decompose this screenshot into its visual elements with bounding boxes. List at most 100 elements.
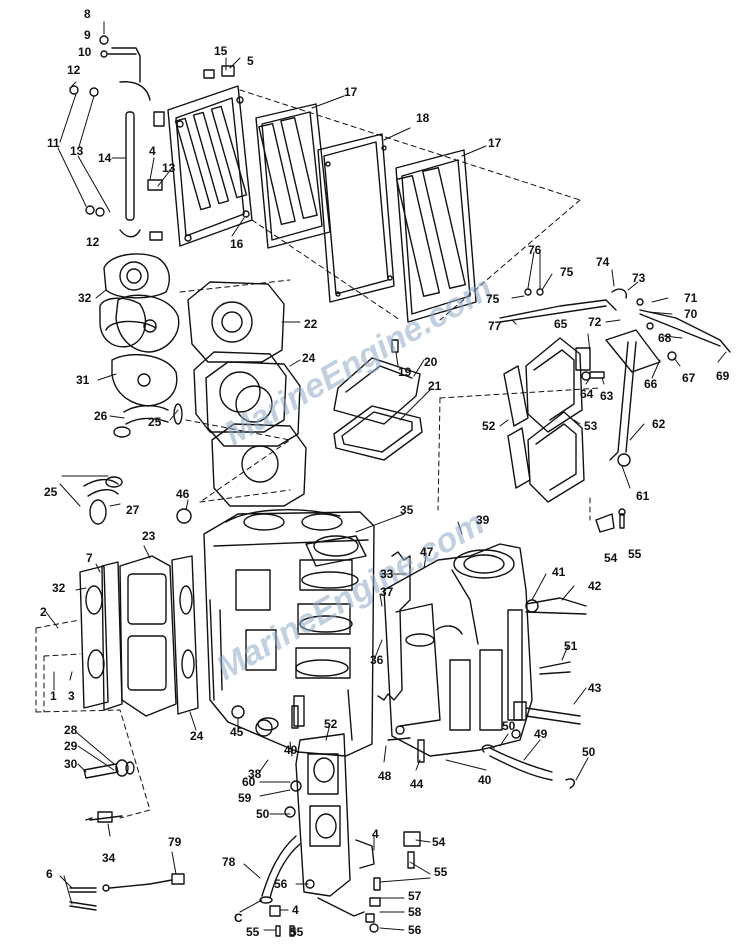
callout-32-bottom: 32 <box>52 581 66 595</box>
callout-51: 51 <box>564 639 578 653</box>
leader-lines <box>45 21 727 931</box>
callout-13-left: 13 <box>70 144 84 158</box>
callout-72: 72 <box>588 315 602 329</box>
callout-50-right: 50 <box>582 745 596 759</box>
callout-29: 29 <box>64 739 78 753</box>
callout-79: 79 <box>168 835 182 849</box>
callout-53: 53 <box>584 419 598 433</box>
callout-47: 47 <box>420 545 434 559</box>
callout-8: 8 <box>84 7 91 21</box>
plug-46 <box>176 508 192 524</box>
callout-64: 64 <box>580 387 594 401</box>
callout-16: 16 <box>230 237 244 251</box>
callout-17-right: 17 <box>488 136 502 150</box>
callout-58: 58 <box>408 905 422 919</box>
callout-18: 18 <box>416 111 430 125</box>
gasket-17-left <box>255 103 331 249</box>
head-gasket-24 <box>205 361 307 507</box>
alignment-lines-head <box>179 279 291 503</box>
bypass-housing-52-lower <box>295 733 351 897</box>
hose-26 <box>113 403 183 438</box>
callout-37: 37 <box>380 585 394 599</box>
reed-block-53-upper <box>525 337 591 433</box>
cylinder-head-22 <box>187 281 287 433</box>
callout-6: 6 <box>46 867 53 881</box>
callout-40-left: 40 <box>284 743 298 757</box>
hose-78 <box>259 835 301 904</box>
callout-78: 78 <box>222 855 236 869</box>
callout-65: 65 <box>554 317 568 331</box>
callout-63: 63 <box>600 389 614 403</box>
callout-52-bottom: 52 <box>324 717 338 731</box>
callout-56-upper: 56 <box>274 877 288 891</box>
cover-20 <box>333 339 421 425</box>
screws-63-64 <box>581 371 605 381</box>
callout-33: 33 <box>380 567 394 581</box>
callout-25-bottom: 25 <box>44 485 58 499</box>
callout-55-lower-right: 55 <box>434 865 448 879</box>
throttle-linkage <box>499 288 731 467</box>
callout-30: 30 <box>64 757 78 771</box>
callout-28: 28 <box>64 723 78 737</box>
callout-5: 5 <box>247 54 254 68</box>
callout-13-right: 13 <box>162 161 176 175</box>
gasket-7 <box>101 561 123 711</box>
callout-48: 48 <box>378 769 392 783</box>
callout-23: 23 <box>142 529 156 543</box>
callout-38: 38 <box>248 767 262 781</box>
callout-24-top: 24 <box>302 351 316 365</box>
callout-68: 68 <box>658 331 672 345</box>
callout-20: 20 <box>424 355 438 369</box>
clips-and-screws <box>69 65 235 241</box>
callout-14: 14 <box>98 151 112 165</box>
callout-C: C <box>234 911 243 925</box>
pins-6 <box>69 887 97 911</box>
callout-55-right: 55 <box>628 547 642 561</box>
callout-39: 39 <box>476 513 490 527</box>
callout-27: 27 <box>126 503 140 517</box>
callout-4-mid: 4 <box>372 827 379 841</box>
crankcase-cylinder-block <box>203 509 375 757</box>
callout-41: 41 <box>552 565 566 579</box>
callout-40-right: 40 <box>478 773 492 787</box>
callout-52-right: 52 <box>482 419 496 433</box>
exhaust-cover-32 <box>99 253 170 348</box>
wire-79 <box>102 873 185 892</box>
callout-62: 62 <box>652 417 666 431</box>
callout-61: 61 <box>636 489 650 503</box>
callout-3: 3 <box>68 689 75 703</box>
wire-33 <box>377 551 411 701</box>
intake-manifold-23 <box>119 555 177 717</box>
callout-4-bottom: 4 <box>292 903 299 917</box>
callout-11: 11 <box>47 136 60 150</box>
callout-42: 42 <box>588 579 602 593</box>
callout-57: 57 <box>408 889 422 903</box>
callout-73: 73 <box>632 271 646 285</box>
callout-19: 19 <box>398 365 412 379</box>
callout-32-top: 32 <box>78 291 92 305</box>
callout-69: 69 <box>716 369 730 383</box>
callout-70: 70 <box>684 307 698 321</box>
callout-60: 60 <box>242 775 256 789</box>
alignment-lines-top <box>239 89 581 321</box>
callout-50-lower: 50 <box>256 807 270 821</box>
bolts-right-side <box>513 597 587 725</box>
intake-manifold-adapter <box>167 85 253 247</box>
callout-49: 49 <box>534 727 548 741</box>
callout-25-top: 25 <box>148 415 162 429</box>
callout-12-top: 12 <box>67 63 81 77</box>
callout-75-left: 75 <box>486 292 500 306</box>
callout-55-bottom-right: 55 <box>290 925 304 939</box>
callout-35: 35 <box>400 503 414 517</box>
alignment-lines-manifold <box>35 619 151 819</box>
exhaust-gasket-31 <box>111 294 180 407</box>
callout-22: 22 <box>304 317 318 331</box>
callout-59: 59 <box>238 791 252 805</box>
crankcase-cover-half <box>383 543 533 757</box>
reed-plate-18 <box>317 133 395 303</box>
hose-49 <box>489 747 553 781</box>
reed-block-53-lower <box>527 411 585 503</box>
callout-26: 26 <box>94 409 108 423</box>
